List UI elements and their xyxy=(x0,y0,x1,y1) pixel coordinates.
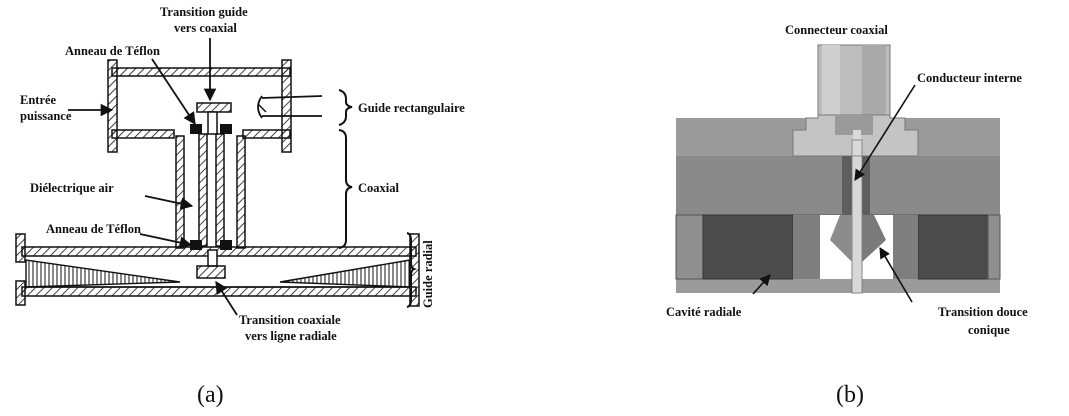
label-transition-guide-2: vers coaxial xyxy=(174,21,237,35)
label-coaxial: Coaxial xyxy=(358,181,400,195)
waveguide-to-coax-transition xyxy=(190,102,232,135)
coaxial-connector xyxy=(792,44,919,157)
label-conducteur-interne: Conducteur interne xyxy=(917,71,1022,85)
dielectric-block-right xyxy=(987,214,1001,280)
caption-a: (a) xyxy=(197,382,224,408)
dielectric-block-left xyxy=(675,214,704,280)
conical-transition-right xyxy=(862,215,886,262)
dielectric-block-right-inner xyxy=(917,214,989,280)
panel-b-diagram: Connecteur coaxial Conducteur interne Ca… xyxy=(666,23,1028,408)
label-vers-ligne-radiale: vers ligne radiale xyxy=(245,329,337,343)
caption-b: (b) xyxy=(836,382,864,408)
label-connecteur-coaxial: Connecteur coaxial xyxy=(785,23,888,37)
label-dielectrique-air: Diélectrique air xyxy=(30,181,114,195)
conical-transition xyxy=(830,215,852,262)
label-conique: conique xyxy=(968,323,1010,337)
brackets xyxy=(338,89,418,308)
label-cavite-radiale: Cavité radiale xyxy=(666,305,742,319)
label-anneau-teflon-bottom: Anneau de Téflon xyxy=(46,222,141,236)
label-entree: Entrée xyxy=(20,93,57,107)
label-guide-radial: Guide radial xyxy=(421,240,435,308)
panel-a-diagram: Transition guide vers coaxial Anneau de … xyxy=(15,5,465,408)
dielectric-block-left-inner xyxy=(702,214,794,280)
label-puissance: puissance xyxy=(20,109,72,123)
teflon-ring-bottom xyxy=(190,240,232,250)
leader-arrows-b xyxy=(752,84,916,303)
lower-plate xyxy=(676,279,1000,293)
label-transition-coaxiale: Transition coaxiale xyxy=(239,313,341,327)
coax-to-radial-transition xyxy=(196,249,226,279)
leader-arrows xyxy=(68,38,238,316)
label-transition-guide: Transition guide xyxy=(160,5,248,19)
label-guide-rectangulaire: Guide rectangulaire xyxy=(358,101,465,115)
coaxial-line xyxy=(175,133,246,249)
label-transition-douce: Transition douce xyxy=(938,305,1028,319)
label-anneau-teflon-top: Anneau de Téflon xyxy=(65,44,160,58)
